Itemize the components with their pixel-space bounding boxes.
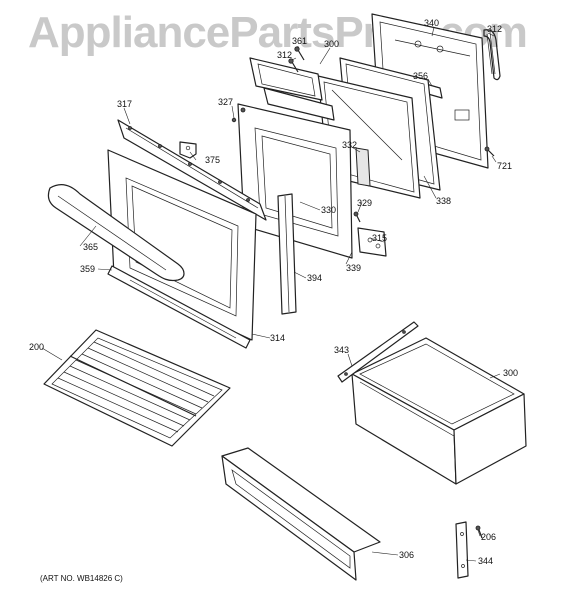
- screw-206: [475, 525, 483, 539]
- callout-343: 343: [334, 345, 350, 355]
- storage-drawer-300: [351, 337, 527, 485]
- screw-361: [294, 46, 305, 61]
- callout-394: 394: [307, 273, 323, 283]
- door-handle-365: [47, 184, 185, 282]
- callout-300-drawer: 300: [503, 368, 519, 378]
- callout-359: 359: [80, 264, 96, 274]
- callout-329: 329: [357, 198, 373, 208]
- callout-312-top: 312: [487, 24, 503, 34]
- side-channel-394: [277, 193, 297, 315]
- gasket-seal-312: [483, 29, 501, 81]
- callout-721: 721: [497, 161, 513, 171]
- callout-312: 312: [277, 50, 293, 60]
- callout-330: 330: [321, 205, 337, 215]
- callout-340: 340: [424, 18, 440, 28]
- screw-329: [353, 211, 361, 223]
- callout-356: 356: [413, 71, 429, 81]
- door-vent-trim-317: [117, 119, 267, 221]
- clip-327: [231, 117, 237, 123]
- art-number: (ART NO. WB14826 C): [40, 574, 123, 583]
- callout-365: 365: [83, 242, 99, 252]
- screw-721: [484, 146, 495, 157]
- callout-300-door: 300: [324, 39, 340, 49]
- drawer-rail-343: [337, 321, 419, 383]
- leader-lines: [41, 26, 501, 562]
- callout-314: 314: [270, 333, 286, 343]
- callout-206: 206: [481, 532, 497, 542]
- callout-200: 200: [29, 342, 45, 352]
- callout-306: 306: [399, 550, 415, 560]
- inner-door-liner-330: [237, 103, 353, 259]
- callout-338: 338: [436, 196, 452, 206]
- callout-332: 332: [342, 140, 358, 150]
- callout-375: 375: [205, 155, 221, 165]
- door-trim-strip-359: [107, 265, 251, 349]
- callout-327: 327: [218, 97, 234, 107]
- drawer-glide-344: [455, 521, 469, 579]
- drawer-front-panel-306: [221, 447, 381, 581]
- oven-rack-200: [43, 329, 231, 447]
- insulation-332: [355, 147, 371, 187]
- callout-315: 315: [372, 233, 388, 243]
- callout-339: 339: [346, 263, 362, 273]
- callout-317: 317: [117, 99, 133, 109]
- bracket-375: [179, 141, 197, 159]
- door-frame-300: [249, 57, 335, 121]
- callout-344: 344: [478, 556, 494, 566]
- callout-361: 361: [292, 36, 308, 46]
